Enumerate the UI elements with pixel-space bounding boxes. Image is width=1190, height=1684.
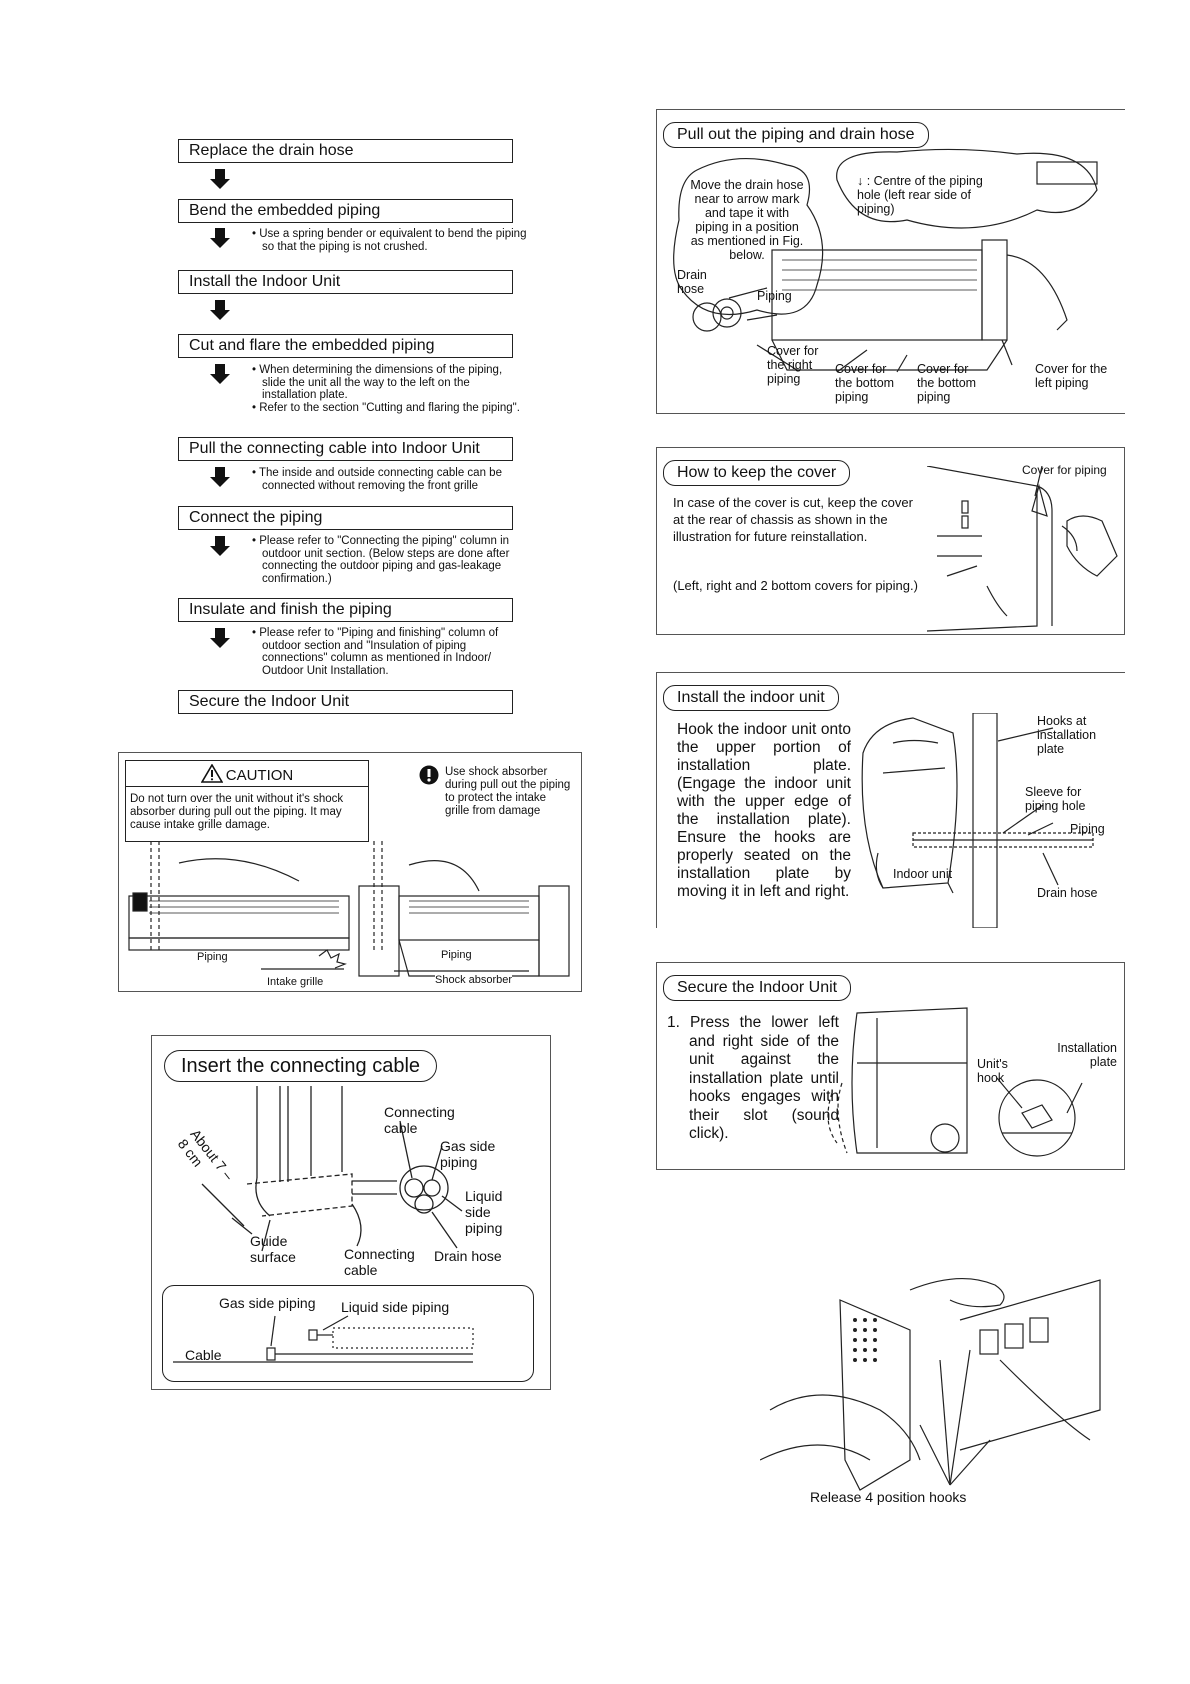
caution-divider [126,786,368,787]
secure-indoor-text: 1. Press the lower left and right side o… [667,1014,839,1142]
sleeve-label: Sleeve for piping hole [1025,785,1086,813]
drain-hose-label: Drain hose [434,1248,502,1264]
step-2-note: • Use a spring bender or equivalent to b… [252,228,527,253]
caution-shock-absorber: Shock absorber [435,973,513,987]
warning-triangle-icon [200,763,224,789]
insert-cable-inset: Gas side piping Liquid side piping Cable [162,1285,534,1382]
install-piping-label: Piping [1070,822,1105,836]
insert-cable-diagram [201,1086,463,1252]
secure-indoor-title: Secure the Indoor Unit [663,975,852,1001]
bubble-text: Move the drain hose near to arrow mark a… [690,178,804,262]
pull-out-title: Pull out the piping and drain hose [663,122,929,148]
cover-left-label: Cover for the left piping [1035,362,1108,390]
step-box-2: Bend the embedded piping [178,199,513,223]
cover-right-label: Cover for the right piping [767,344,819,386]
step-box-8: Secure the Indoor Unit [178,690,513,714]
caution-title-row: CAUTION [126,763,368,789]
caution-piping-right: Piping [441,949,472,961]
release-caption: Release 4 position hooks [810,1489,967,1505]
units-hook-label: Unit's hook [977,1057,1008,1085]
cover-bottom-1-label: Cover for the bottom piping [835,362,895,404]
insert-cable-title: Insert the connecting cable [164,1050,438,1082]
step-4-note: • When determining the dimensions of the… [252,364,520,414]
pull-out-illustration [673,148,1098,373]
step-box-3: Install the Indoor Unit [178,270,513,294]
secure-indoor-panel: Secure the Indoor Unit 1. Press the lowe… [656,962,1125,1170]
insert-cable-panel: Insert the connecting cable About 7 – 8 … [151,1035,551,1390]
step-5-note: • The inside and outside connecting cabl… [252,467,502,492]
indoor-unit-label: Indoor unit [893,867,953,881]
install-drain-hose-label: Drain hose [1037,886,1098,900]
installation-plate-label: Installation plate [1057,1041,1117,1069]
down-arrow-icon [210,628,230,648]
install-indoor-text: Hook the indoor unit onto the upper port… [677,721,851,900]
caution-intake-grille: Intake grille [267,975,324,989]
inset-gas-label: Gas side piping [219,1295,316,1311]
caution-side-text: Use shock absorber during pull out the p… [445,766,571,817]
keep-cover-para-2: (Left, right and 2 bottom covers for pip… [673,578,918,593]
install-indoor-illustration [861,713,1094,928]
step-box-4: Cut and flare the embedded piping [178,334,513,358]
caution-text: Do not turn over the unit without it's s… [130,793,344,831]
release-hooks-illustration [760,1278,1101,1491]
drain-hose-label: Drain hose [677,268,707,296]
caution-illustration [128,841,570,977]
guide-surface-label: Guide surface [250,1233,296,1265]
pull-out-panel: Pull out the piping and drain hose Move … [656,109,1125,414]
down-arrow-icon [210,536,230,556]
caution-piping-left: Piping [197,951,228,963]
inset-diagram [173,1315,474,1363]
centre-note: ↓ : Centre of the piping hole (left rear… [857,174,983,216]
piping-label: Piping [757,289,792,303]
step-box-7: Insulate and finish the piping [178,598,513,622]
caution-box: CAUTION Do not turn over the unit withou… [125,760,369,842]
gas-side-piping-label: Gas side piping [440,1138,496,1170]
down-arrow-icon [210,228,230,248]
inset-cable-label: Cable [185,1347,222,1363]
install-indoor-panel: Install the indoor unit Hook the indoor … [656,672,1125,928]
connecting-cable-bottom-label: Connecting cable [344,1246,415,1278]
install-indoor-title: Install the indoor unit [663,685,839,711]
step-6-note: • Please refer to "Connecting the piping… [252,535,510,585]
step-box-5: Pull the connecting cable into Indoor Un… [178,437,513,461]
cover-bottom-2-label: Cover for the bottom piping [917,362,977,404]
hooks-label: Hooks at installation plate [1037,714,1097,756]
exclamation-circle-icon [419,765,439,785]
step-box-1: Replace the drain hose [178,139,513,163]
secure-indoor-illustration [827,1007,1083,1157]
caution-title: CAUTION [225,767,294,784]
keep-cover-panel: How to keep the cover In case of the cov… [656,447,1125,635]
inset-liquid-label: Liquid side piping [341,1299,450,1315]
down-arrow-icon [210,169,230,189]
connecting-cable-top-label: Connecting cable [384,1104,455,1136]
step-box-6: Connect the piping [178,506,513,530]
caution-panel: CAUTION Do not turn over the unit withou… [118,752,582,992]
down-arrow-icon [210,364,230,384]
keep-cover-para-1: In case of the cover is cut, keep the co… [673,495,913,544]
keep-cover-title: How to keep the cover [663,460,851,486]
down-arrow-icon [210,300,230,320]
keep-cover-illustration [927,466,1118,632]
liquid-side-piping-label: Liquid side piping [465,1188,503,1236]
step-7-note: • Please refer to "Piping and finishing"… [252,627,499,677]
down-arrow-icon [210,467,230,487]
cover-for-piping-label: Cover for piping [1022,463,1107,477]
